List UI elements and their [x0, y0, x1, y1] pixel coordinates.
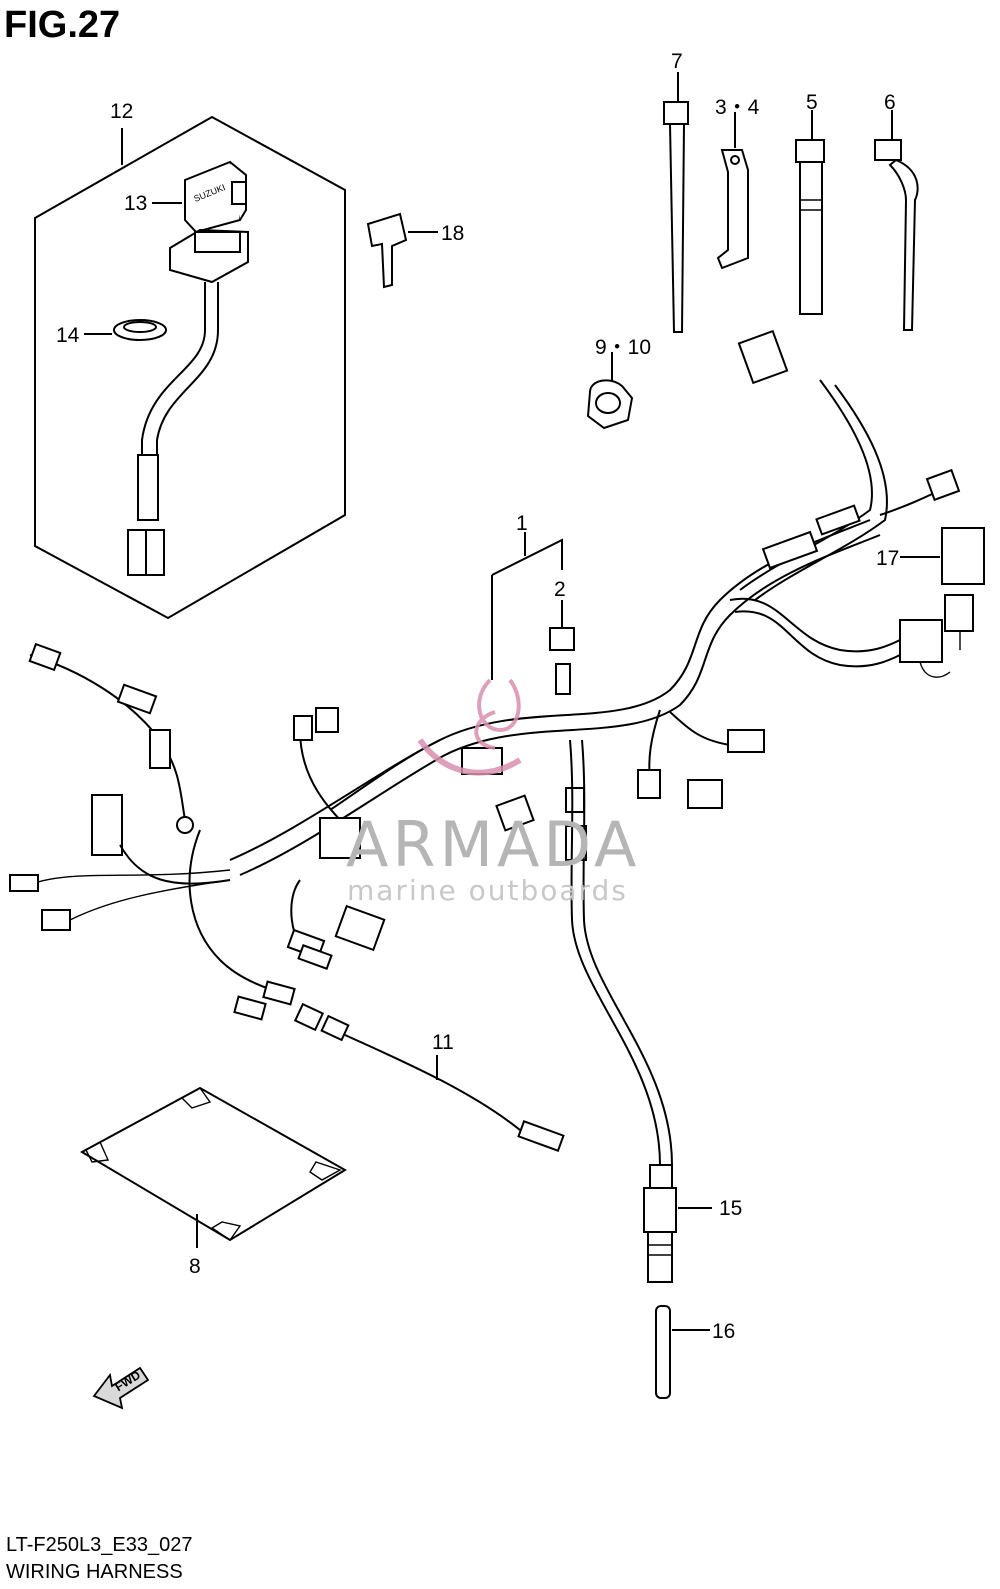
callout-11: 11: [432, 1031, 454, 1054]
watermark-name: ARMADA: [346, 808, 641, 881]
lead-wire-part: [293, 1002, 565, 1152]
callout-8: 8: [189, 1255, 201, 1278]
watermark-tagline: marine outboards: [347, 874, 628, 907]
watermark-logo: [417, 678, 522, 776]
callout-12: 12: [110, 100, 134, 123]
key-part: [366, 212, 438, 289]
insulation-sheet-part: [79, 1086, 347, 1248]
callout-9-10: 9・10: [595, 336, 652, 359]
cable-ties: [663, 72, 919, 333]
forward-direction-arrow: [92, 1366, 150, 1410]
figure-code: LT-F250L3_E33_027: [6, 1534, 193, 1556]
main-wiring-harness: [9, 329, 985, 1399]
ignition-switch-kit-box: [34, 115, 346, 620]
callout-1: 1: [516, 512, 528, 535]
callout-13: 13: [124, 192, 148, 215]
callout-7: 7: [671, 50, 683, 73]
callout-5: 5: [806, 91, 818, 114]
callout-2: 2: [554, 578, 566, 601]
figure-title: FIG.27: [4, 4, 121, 46]
harness-clip: [586, 352, 634, 430]
callout-15: 15: [719, 1197, 743, 1220]
callout-14: 14: [56, 324, 80, 347]
callout-16: 16: [712, 1320, 736, 1343]
callout-17: 17: [876, 547, 900, 570]
figure-name: WIRING HARNESS: [6, 1561, 183, 1583]
callout-6: 6: [884, 91, 896, 114]
callout-18: 18: [441, 222, 465, 245]
callout-3-4: 3・4: [715, 96, 760, 119]
